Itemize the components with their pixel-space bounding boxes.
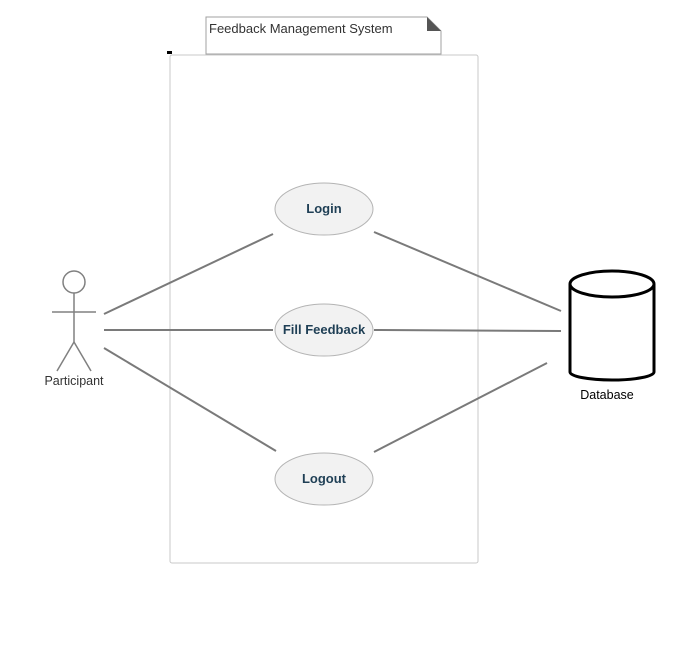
database-label: Database (580, 388, 634, 402)
database[interactable]: Database (568, 269, 656, 402)
system-title: Feedback Management System (209, 21, 393, 36)
usecase-logout-ellipse (274, 452, 374, 506)
usecase-login-ellipse (274, 182, 374, 236)
actor-right-leg (73, 341, 92, 372)
database-cylinder-top (568, 269, 656, 299)
system-title-note[interactable]: Feedback Management System (205, 16, 442, 55)
database-cylinder-body (568, 284, 656, 382)
usecase-fill-feedback[interactable]: Fill Feedback (274, 303, 374, 357)
usecase-login-label: Login (306, 201, 341, 216)
association-login-database[interactable] (373, 231, 562, 312)
note-shape (205, 16, 442, 55)
note-fold-corner (427, 17, 441, 31)
actor-participant[interactable]: Participant (44, 270, 104, 388)
association-participant-logout[interactable] (103, 347, 277, 452)
usecase-logout-label: Logout (302, 471, 347, 486)
usecase-login[interactable]: Login (274, 182, 374, 236)
association-logout-database[interactable] (373, 362, 548, 453)
usecase-logout[interactable]: Logout (274, 452, 374, 506)
usecase-fill-feedback-label: Fill Feedback (283, 322, 366, 337)
actor-label: Participant (44, 374, 104, 388)
actor-head (62, 270, 86, 294)
boundary-corner-mark (167, 51, 172, 54)
actor-left-leg (56, 341, 75, 372)
usecase-fill-feedback-ellipse (274, 303, 374, 357)
association-fill-feedback-database[interactable] (373, 329, 562, 332)
association-participant-login[interactable] (103, 233, 274, 315)
